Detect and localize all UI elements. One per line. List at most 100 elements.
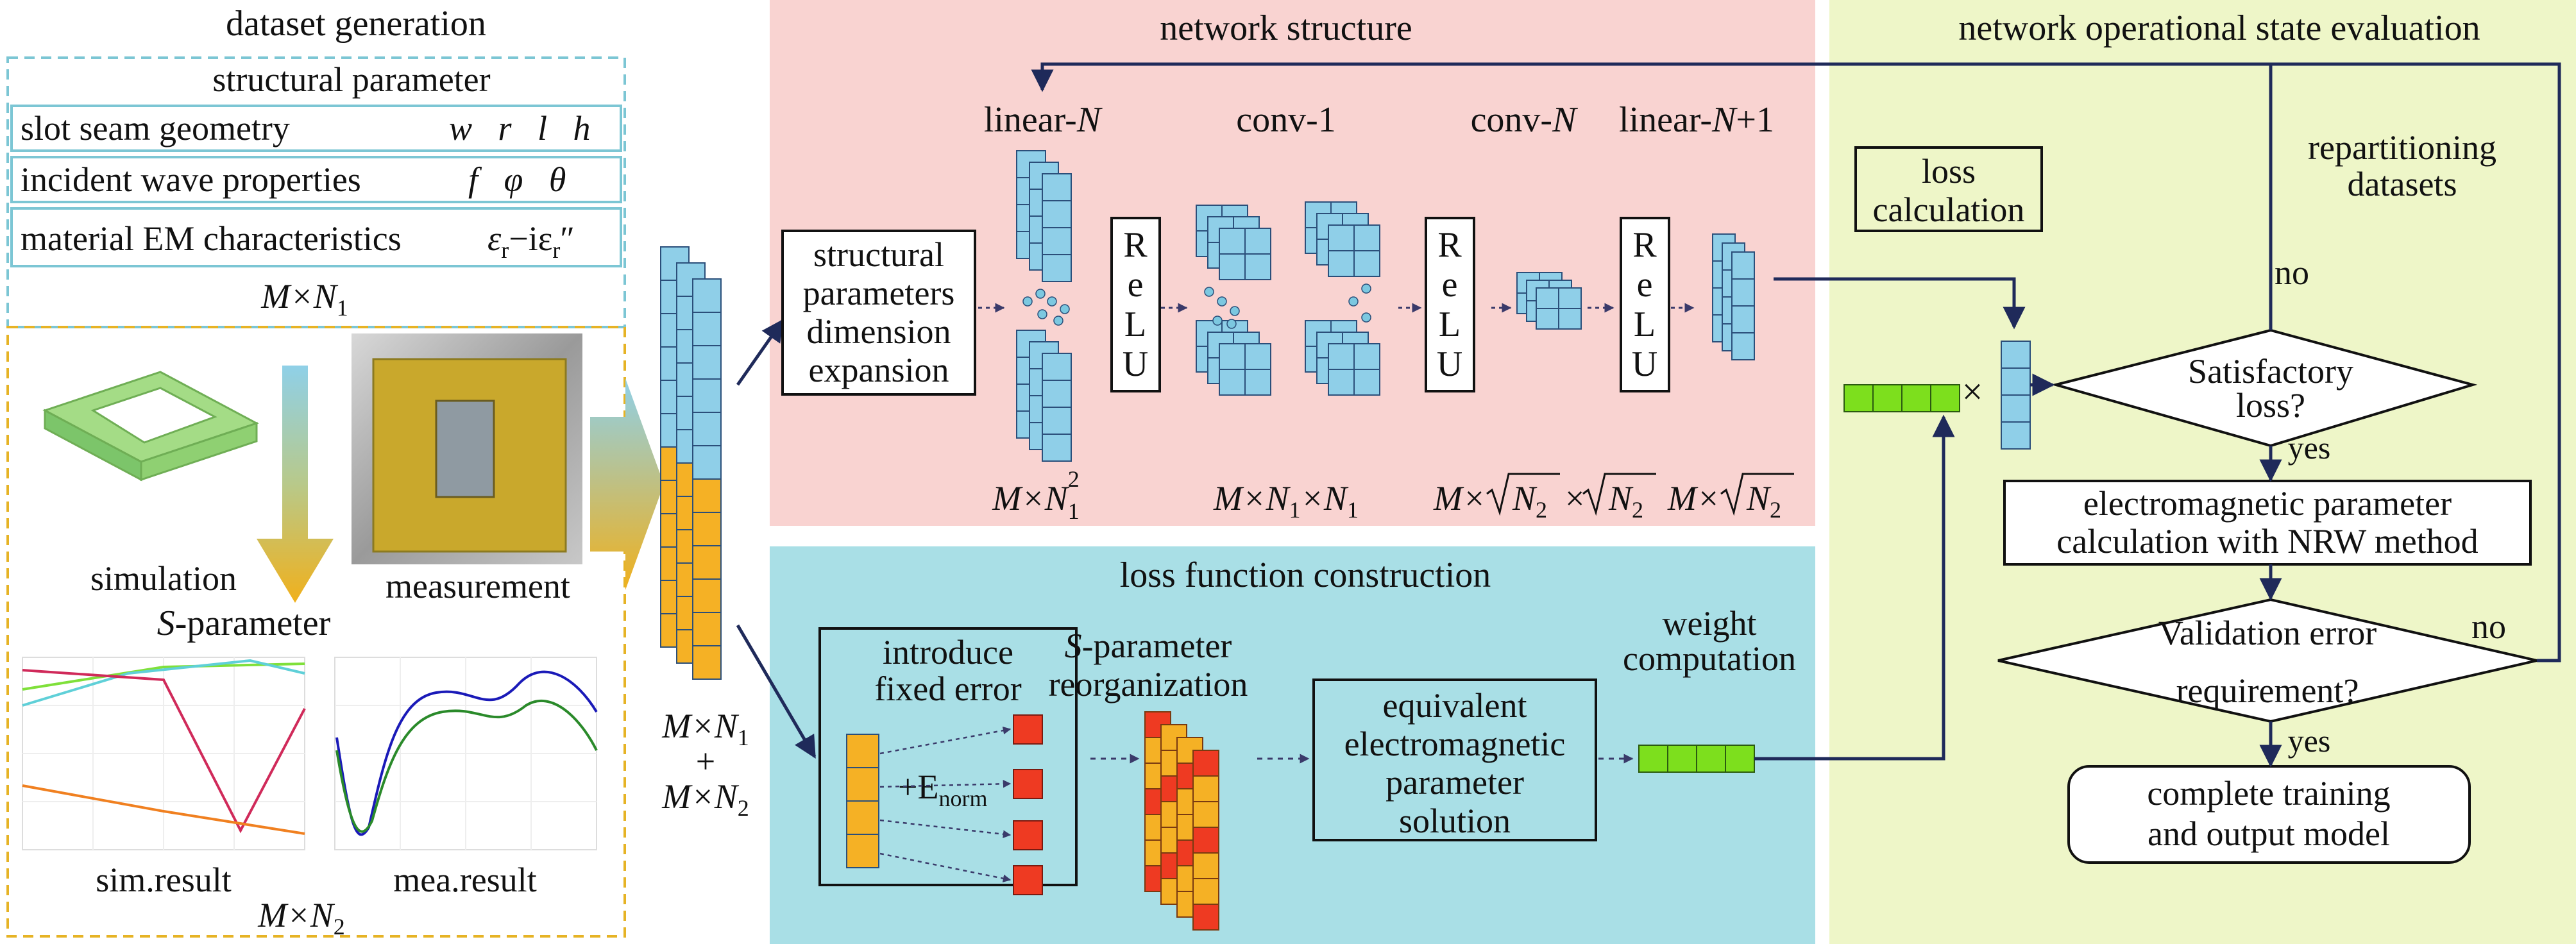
weight-vector [1638, 745, 1755, 773]
error-arrow [879, 780, 1012, 788]
network-title: network structure [1160, 8, 1412, 48]
relu-letter: e [1128, 265, 1144, 305]
simulation-label: simulation [90, 559, 237, 598]
neuron-dot [1204, 287, 1214, 297]
loss-weight-cell [1872, 384, 1902, 412]
dimension-expansion-text-4: expansion [809, 351, 949, 389]
fixed-error-text-1: introduce [883, 633, 1013, 671]
network-to-loss-arrow [1774, 277, 2026, 330]
svg-text:N2: N2 [1512, 479, 1547, 523]
sim-result-plot [22, 657, 306, 850]
relu-letter: R [1437, 225, 1462, 265]
error-cell-red [1013, 714, 1043, 745]
relu-letter: L [1634, 305, 1656, 344]
weight-text-1: weight [1663, 604, 1757, 643]
neuron-dot [1022, 296, 1033, 307]
yes-label-1: yes [2288, 430, 2331, 466]
dataset-cell [692, 545, 722, 580]
error-arrow [879, 819, 1012, 838]
dataset-cell [692, 345, 722, 380]
feedback-loop-arrow [1031, 62, 2561, 662]
mea-result-plot [334, 657, 598, 850]
relu-letter: U [1632, 344, 1657, 384]
relu-letter: U [1437, 344, 1462, 384]
linear-n-cell [1042, 353, 1072, 381]
dataset-title: dataset generation [226, 4, 486, 44]
error-arrow [879, 852, 1012, 882]
linear-n-cell [1042, 254, 1072, 282]
linear-n-label: linear-N [984, 100, 1103, 140]
dataset-cell [692, 445, 722, 480]
conv1-cell [1328, 369, 1355, 396]
conv1-cell [1244, 369, 1271, 396]
convn-label: conv-N [1471, 100, 1579, 140]
relu-letter: R [1632, 225, 1657, 265]
measurement-photo [352, 333, 582, 564]
no-label-1: no [2275, 253, 2309, 292]
enorm-label: +Enorm [898, 768, 987, 811]
reorg-cell [1192, 827, 1219, 854]
nrw-calculation-box [2003, 480, 2532, 566]
slot-geometry-vars: w r l h [449, 109, 591, 148]
dataset-cell [692, 378, 722, 413]
dataset-cell [692, 478, 722, 513]
loss-calc-text-2: calculation [1873, 190, 2025, 229]
no-label-2: no [2471, 607, 2506, 646]
svg-text:N2: N2 [1746, 479, 1781, 523]
complete-text-2: and output model [2148, 814, 2390, 853]
weight-cell [1696, 745, 1726, 773]
weight-text-2: computation [1623, 639, 1796, 678]
linear-n-cell [1042, 173, 1072, 201]
fixed-error-cells [846, 714, 1043, 895]
equivalent-text-4: solution [1399, 802, 1511, 840]
dim-convn: M× N2 × N2 [1433, 473, 1656, 523]
dimension-expansion-text-1: structural [813, 235, 944, 274]
yes-label-2: yes [2288, 723, 2331, 759]
stack-dim-top: M×N1 [661, 707, 749, 750]
dataset-cell [692, 612, 722, 646]
dimension-expansion-box [781, 230, 976, 396]
network-layers [978, 150, 1755, 462]
predicted-vector [1843, 341, 2031, 450]
relu-letter: L [1439, 305, 1461, 344]
loss-calculation-box [1854, 146, 2043, 232]
error-cell-red [1013, 820, 1043, 850]
structural-parameter-box [6, 56, 626, 328]
svg-text:×: × [1565, 479, 1584, 518]
linear-n-cell [1042, 407, 1072, 435]
relu-letter: R [1123, 225, 1148, 265]
output-cell [2001, 341, 2031, 369]
neuron-dot [1361, 312, 1371, 323]
conv1-cell [1244, 253, 1271, 280]
reorg-cell [1192, 775, 1219, 802]
output-cell [2001, 394, 2031, 423]
reorg-text-2: reorganization [1049, 665, 1248, 704]
conv1-cell [1353, 343, 1380, 370]
convn-cell [1536, 287, 1559, 309]
stack-dim-plus: + [696, 742, 715, 780]
loss-weight-cell [1930, 384, 1960, 412]
neuron-dot [1230, 306, 1240, 316]
conv1-cell [1244, 343, 1271, 370]
incident-wave-vars: f φ θ [468, 160, 566, 199]
relu-letter: e [1442, 265, 1458, 305]
stack-dim-bottom: M×N2 [661, 777, 749, 821]
dataset-dim-1: M×N1 [260, 277, 348, 321]
relu-box-border [1425, 217, 1475, 392]
relu-letter: U [1123, 344, 1148, 384]
weight-to-vector-arrow [1754, 414, 1955, 761]
relu-letter: L [1124, 305, 1146, 344]
reorg-text-1: S-parameter [1065, 627, 1232, 665]
conv1-cell [1353, 369, 1380, 396]
repartition-text-1: repartitioning [2308, 128, 2496, 167]
conv1-cell [1328, 343, 1355, 370]
validation-text-1: Validation error [2158, 614, 2377, 652]
nrw-text-1: electromagnetic parameter [2083, 484, 2452, 523]
stack-to-network-arrow [736, 319, 784, 386]
incident-wave-label: incident wave properties [21, 160, 361, 199]
equivalent-solution-box [1312, 678, 1597, 841]
material-em-label: material EM characteristics [21, 219, 402, 258]
